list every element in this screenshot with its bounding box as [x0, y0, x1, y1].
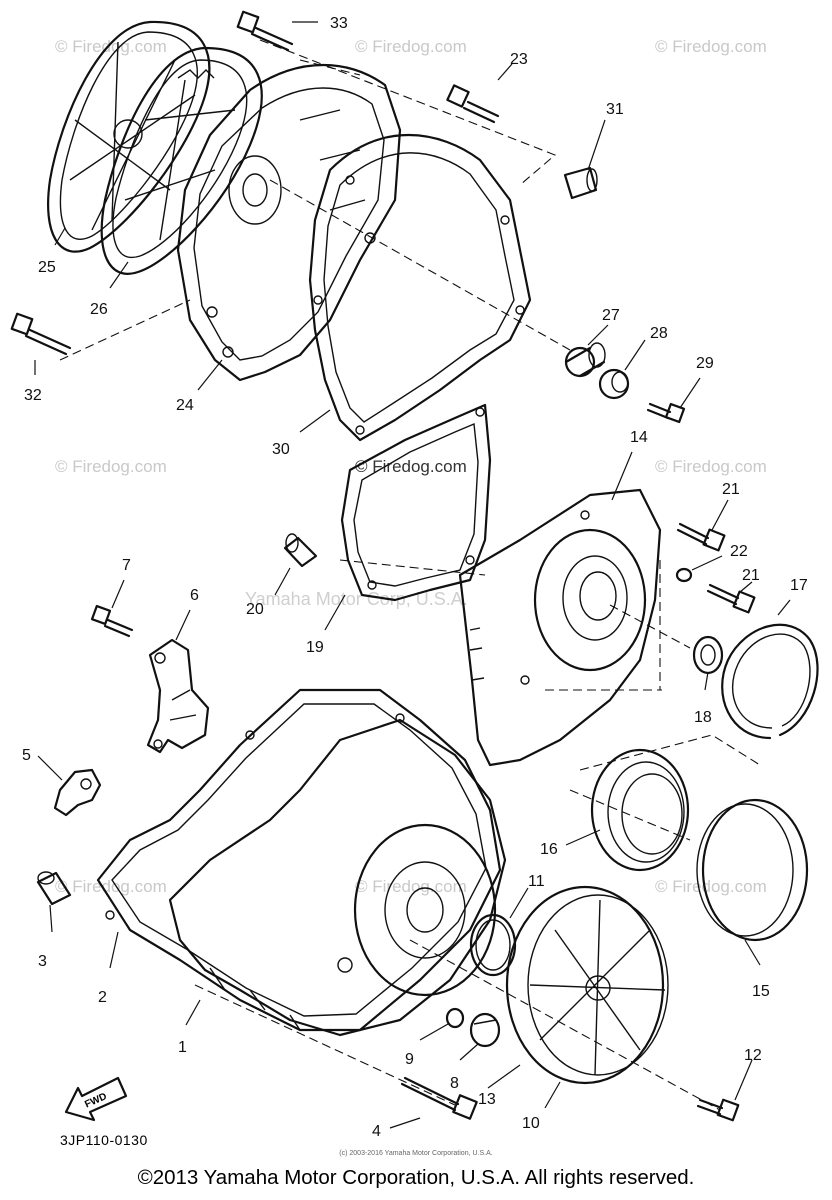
callout-12: 12 [744, 1047, 762, 1064]
callout-16: 16 [540, 841, 558, 858]
part-25-cover [47, 20, 211, 253]
part-32-bolt [10, 312, 72, 356]
part-28-bearing [598, 368, 630, 400]
callout-8: 8 [450, 1075, 459, 1092]
part-21-bolt [706, 583, 756, 614]
callout-22: 22 [730, 543, 748, 560]
diagram-reference-code: 3JP110-0130 [60, 1132, 148, 1148]
small-credit-line: (c) 2003-2016 Yamaha Motor Corporation, … [339, 1150, 493, 1157]
part-3-dowel [36, 871, 72, 906]
part-11-oring [469, 913, 517, 977]
copyright-notice: ©2013 Yamaha Motor Corporation, U.S.A. A… [137, 1166, 695, 1189]
watermark: © Firedog.com [55, 877, 167, 896]
watermark: © Firedog.com [55, 37, 167, 56]
callout-27: 27 [602, 307, 620, 324]
leader-lines [34, 21, 791, 1129]
part-33-bolt [236, 10, 294, 52]
callout-26: 26 [90, 301, 108, 318]
part-30-gasket [308, 133, 532, 442]
watermark: © Firedog.com [355, 37, 467, 56]
callout-13: 13 [478, 1091, 496, 1108]
part-18-seal [692, 635, 724, 675]
part-26-plate [100, 46, 263, 275]
callout-29: 29 [696, 355, 714, 372]
watermark: © Firedog.com [355, 877, 467, 896]
watermark: © Firedog.com [355, 457, 467, 476]
callout-20: 20 [246, 601, 264, 618]
part-1-crankcase-cover [168, 718, 507, 1037]
watermark: © Firedog.com [655, 877, 767, 896]
part-5-clamp [53, 768, 102, 817]
callout-15: 15 [752, 983, 770, 1000]
callout-21: 21 [722, 481, 740, 498]
part-19-gasket [340, 403, 492, 602]
part-6-bracket [146, 638, 210, 754]
part-12-bolt [696, 1098, 740, 1122]
watermark: © Firedog.com [655, 457, 767, 476]
part-29-bolt [646, 402, 686, 424]
callout-30: 30 [272, 441, 290, 458]
part-9-oring [445, 1007, 465, 1029]
part-23-bolt [446, 84, 500, 124]
callout-33: 33 [330, 15, 348, 32]
callout-3: 3 [38, 953, 47, 970]
part-2-gasket [96, 688, 502, 1032]
callout-2: 2 [98, 989, 107, 1006]
callout-14: 14 [630, 429, 648, 446]
part-21-bolt [676, 522, 726, 552]
callout-18: 18 [694, 709, 712, 726]
part-20-dowel [283, 533, 318, 568]
callout-25: 25 [38, 259, 56, 276]
part-27-bushing [564, 342, 606, 378]
part-4-bolt [400, 1076, 478, 1120]
part-16-seal-ring [590, 748, 690, 872]
callout-24: 24 [176, 397, 194, 414]
part-7-bolt [90, 604, 134, 638]
callout-9: 9 [405, 1051, 414, 1068]
part-8-plug [469, 1012, 501, 1048]
watermark: © Firedog.com [655, 37, 767, 56]
callout-11: 11 [528, 873, 545, 890]
callout-21: 21 [742, 567, 760, 584]
callout-5: 5 [22, 747, 31, 764]
part-31-dowel [563, 166, 598, 200]
callout-28: 28 [650, 325, 668, 342]
part-17-circlip [721, 623, 819, 740]
callout-7: 7 [122, 557, 131, 574]
part-15-cap [696, 798, 809, 942]
watermark: © Firedog.com [55, 457, 167, 476]
callout-6: 6 [190, 587, 199, 604]
part-10-outer-cover [505, 885, 669, 1085]
callout-31: 31 [606, 101, 624, 118]
part-14-cover [458, 488, 662, 767]
callout-4: 4 [372, 1123, 381, 1140]
callout-1: 1 [178, 1039, 187, 1056]
callout-17: 17 [790, 577, 808, 594]
part-22-oring [675, 567, 693, 583]
callout-10: 10 [522, 1115, 540, 1132]
callout-23: 23 [510, 51, 528, 68]
callout-19: 19 [306, 639, 324, 656]
center-watermark: Yamaha Motor Corp, U.S.A. [245, 589, 468, 609]
callout-32: 32 [24, 387, 42, 404]
fwd-arrow-icon: FWD [64, 1076, 128, 1122]
